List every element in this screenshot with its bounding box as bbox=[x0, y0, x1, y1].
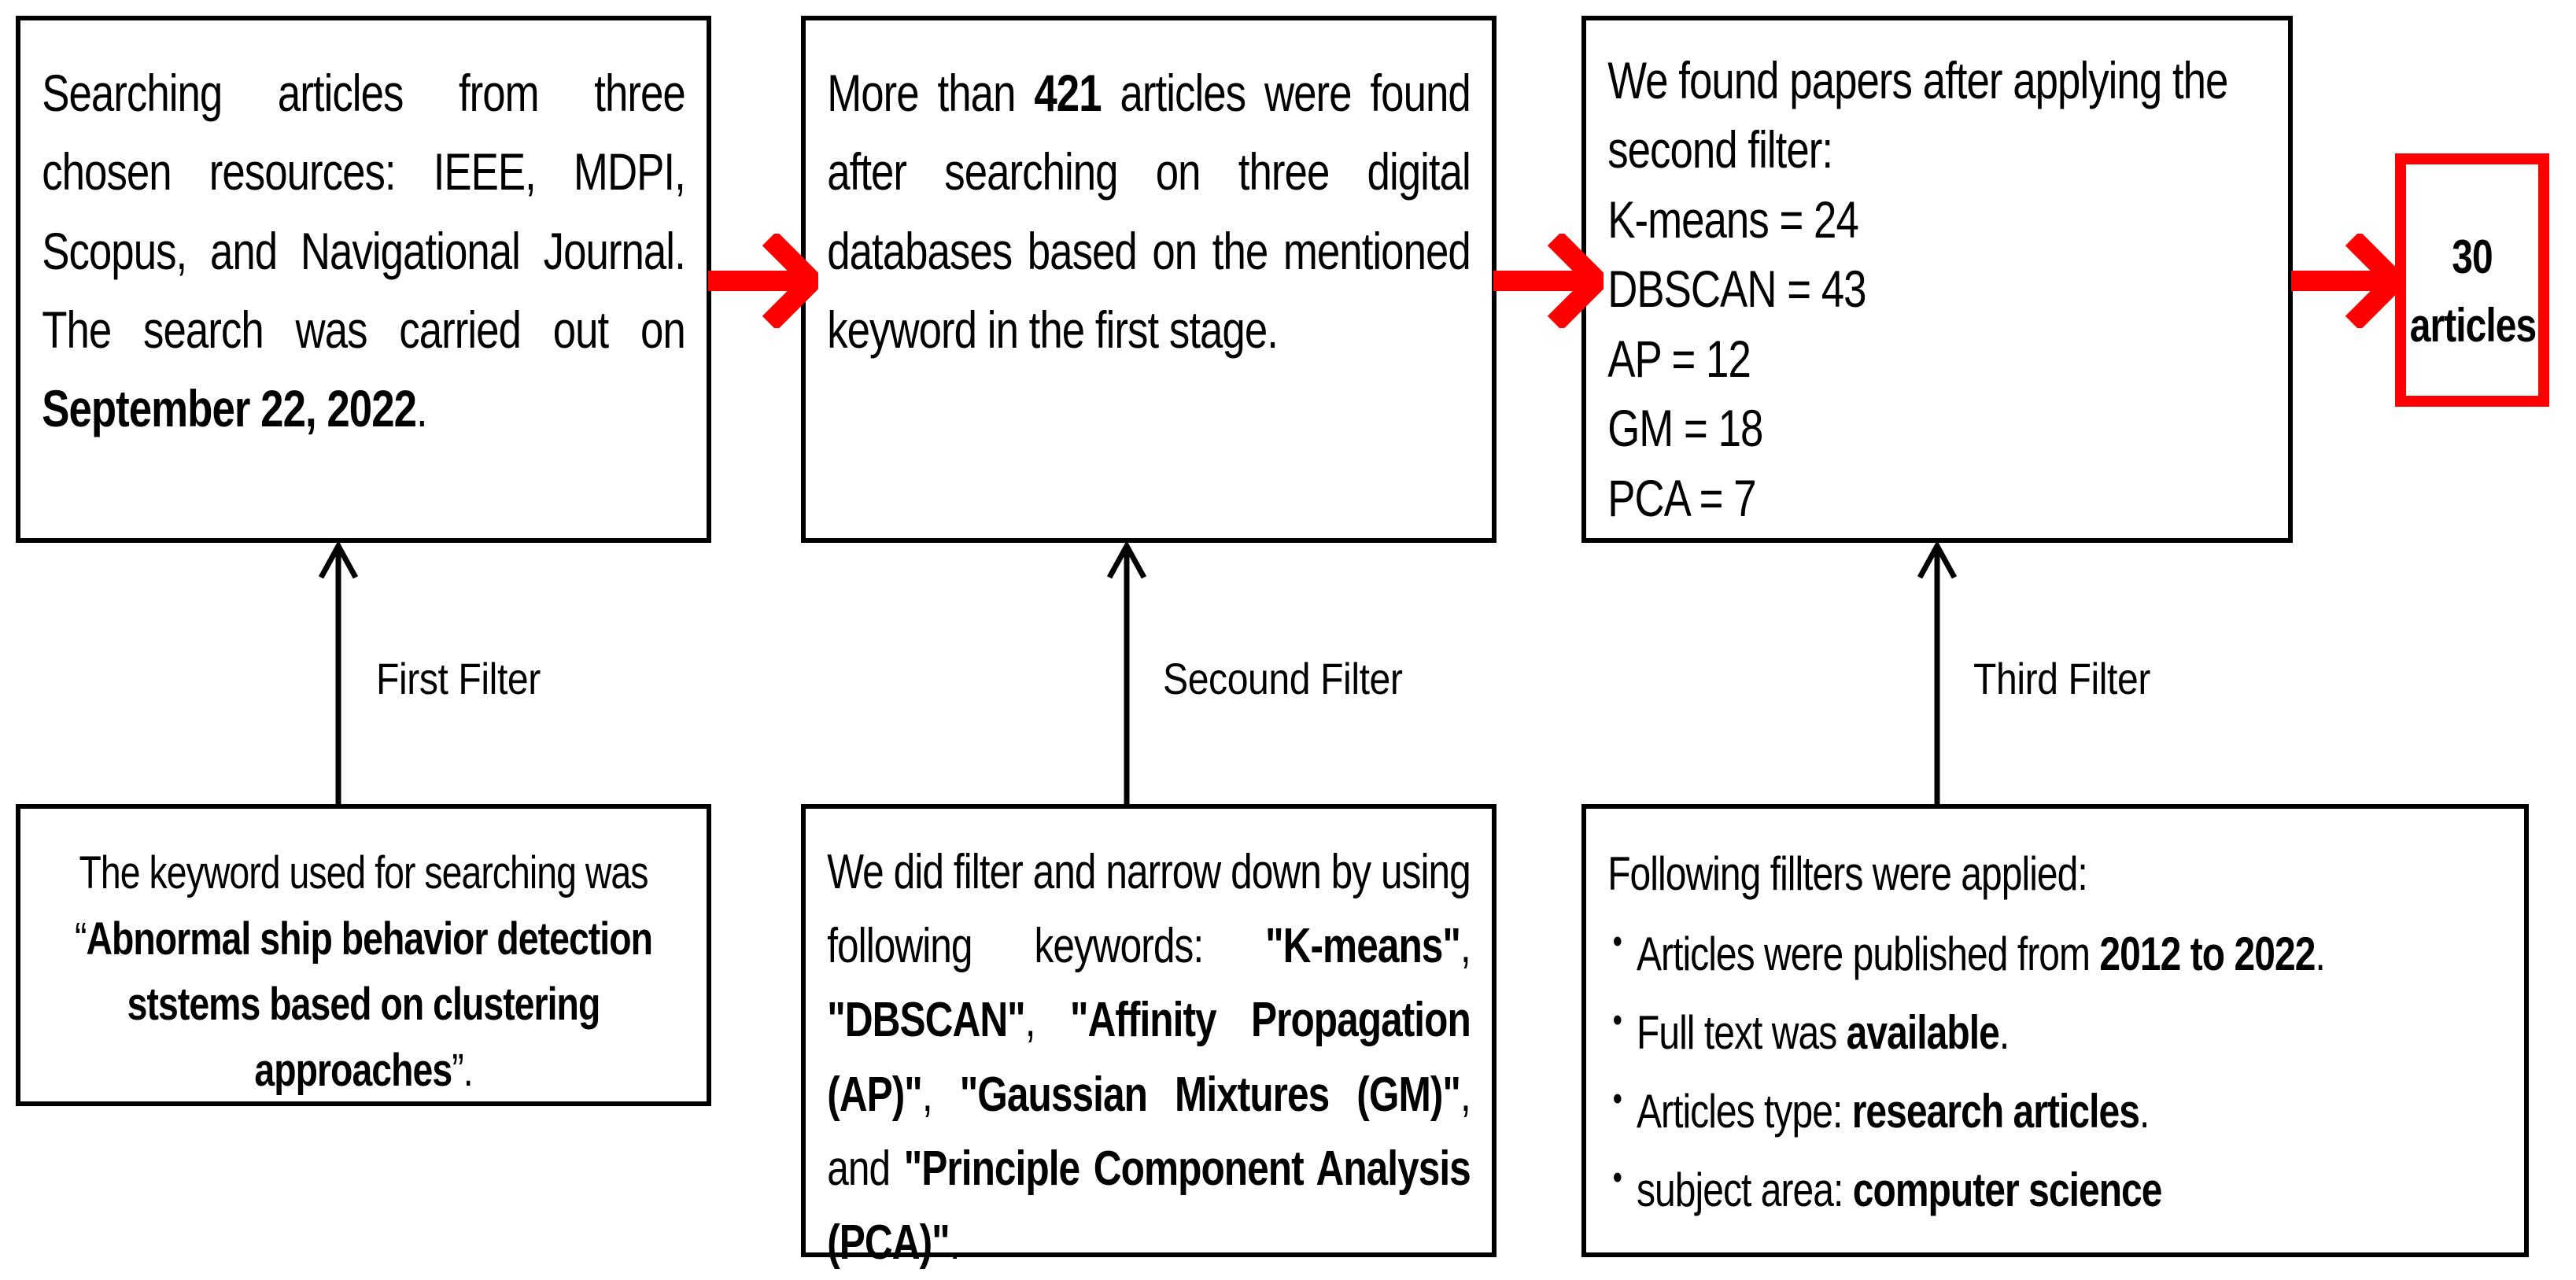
filter-bullet: Articles type: research articles. bbox=[1607, 1076, 2503, 1142]
keyword-line: “Abnormal ship behavior detection bbox=[74, 913, 653, 965]
bottom-box-keywords-list: We did filter and narrow down by using f… bbox=[801, 804, 1497, 1270]
red-arrow-1-icon bbox=[708, 234, 818, 328]
bottom-box-applied-filters: Following fillters were applied: Articles… bbox=[1581, 804, 2529, 1257]
top-box-found-count: More than 421 articles were found after … bbox=[801, 16, 1497, 543]
red-arrow-3-icon bbox=[2291, 234, 2401, 328]
top-box-search-sources-text: Searching articles from three chosen res… bbox=[42, 64, 686, 438]
vertical-arrow-third-filter-icon bbox=[1914, 541, 1961, 809]
bottom-box-keyword-used-text: The keyword used for searching was “Abno… bbox=[20, 840, 707, 1103]
top-box-found-count-text: More than 421 articles were found after … bbox=[827, 64, 1471, 359]
bottom-box-keyword-used: The keyword used for searching was “Abno… bbox=[16, 804, 711, 1106]
stat-gm: GM = 18 bbox=[1607, 399, 1763, 458]
result-count: 30 bbox=[2452, 231, 2493, 283]
top-box-second-filter-results: We found papers after applying the secon… bbox=[1581, 16, 2293, 543]
top-box-search-sources: Searching articles from three chosen res… bbox=[16, 16, 711, 543]
stat-ap: AP = 12 bbox=[1607, 329, 1751, 388]
applied-filters-list: Articles were published from 2012 to 202… bbox=[1607, 919, 2503, 1221]
red-arrow-2-icon bbox=[1493, 234, 1604, 328]
filter-bullet: Full text was available. bbox=[1607, 998, 2503, 1064]
stat-pca: PCA = 7 bbox=[1607, 468, 1756, 527]
filter-label-first: First Filter bbox=[376, 654, 541, 703]
result-unit: articles bbox=[2409, 299, 2537, 352]
bottom-box-keywords-list-text: We did filter and narrow down by using f… bbox=[827, 845, 1471, 1271]
stat-k-means: K-means = 24 bbox=[1607, 190, 1859, 249]
top-box-second-filter-results-text: We found papers after applying the secon… bbox=[1586, 46, 2288, 533]
keyword-line: approaches”. bbox=[254, 1044, 473, 1096]
applied-filters-heading: Following fillters were applied: bbox=[1607, 847, 2088, 900]
filter-bullet: Articles were published from 2012 to 202… bbox=[1607, 919, 2503, 985]
filter-bullet: subject area: computer science bbox=[1607, 1155, 2503, 1221]
filter-label-second: Secound Filter bbox=[1163, 654, 1403, 703]
vertical-arrow-second-filter-icon bbox=[1103, 541, 1150, 809]
stat-dbscan: DBSCAN = 43 bbox=[1607, 260, 1866, 319]
second-filter-heading: We found papers after applying the secon… bbox=[1607, 51, 2228, 179]
bottom-box-applied-filters-text: Following fillters were applied: Articles… bbox=[1586, 843, 2524, 1238]
keyword-line: ststems based on clustering bbox=[127, 979, 601, 1031]
keyword-line: The keyword used for searching was bbox=[79, 847, 648, 898]
vertical-arrow-first-filter-icon bbox=[315, 541, 362, 809]
result-box-text: 30 articles bbox=[2406, 223, 2538, 360]
filter-label-third: Third Filter bbox=[1973, 654, 2150, 703]
result-box-30-articles: 30 articles bbox=[2395, 153, 2549, 407]
